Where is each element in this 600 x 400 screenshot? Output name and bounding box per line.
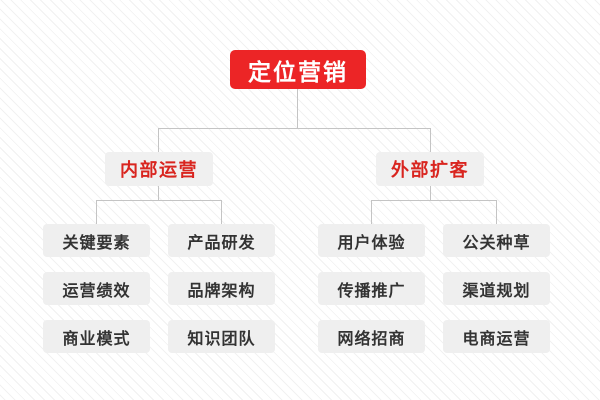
branch-node-external-expansion[interactable]: 外部扩客 <box>376 152 484 186</box>
leaf-node[interactable]: 电商运营 <box>443 320 550 353</box>
connector-branch2-trunk <box>430 186 431 201</box>
leaf-node[interactable]: 网络招商 <box>318 320 425 353</box>
branch-node-label: 外部扩客 <box>391 160 469 180</box>
leaf-node-label: 网络招商 <box>337 330 406 348</box>
leaf-node[interactable]: 传播推广 <box>318 272 425 305</box>
leaf-node[interactable]: 商业模式 <box>43 320 150 353</box>
connector-branch2-col2-drop <box>496 200 497 224</box>
connector-branch2-col1-drop <box>371 200 372 224</box>
root-node-label: 定位营销 <box>248 58 348 85</box>
leaf-node-label: 产品研发 <box>187 234 256 252</box>
connector-branch-bar <box>158 128 431 129</box>
connector-branch-left-drop <box>158 128 159 153</box>
leaf-node-label: 知识团队 <box>187 330 256 348</box>
leaf-node[interactable]: 产品研发 <box>168 224 275 257</box>
branch-node-internal-operations[interactable]: 内部运营 <box>105 152 213 186</box>
leaf-node[interactable]: 运营绩效 <box>43 272 150 305</box>
connector-branch-right-drop <box>430 128 431 153</box>
leaf-node-label: 商业模式 <box>62 330 131 348</box>
leaf-node[interactable]: 知识团队 <box>168 320 275 353</box>
leaf-node[interactable]: 用户体验 <box>318 224 425 257</box>
leaf-node-label: 渠道规划 <box>462 282 531 300</box>
leaf-node[interactable]: 关键要素 <box>43 224 150 257</box>
leaf-node-label: 关键要素 <box>62 234 131 252</box>
leaf-node-label: 公关种草 <box>462 234 531 252</box>
leaf-node[interactable]: 公关种草 <box>443 224 550 257</box>
connector-branch1-col1-drop <box>96 200 97 224</box>
branch-node-label: 内部运营 <box>120 160 198 180</box>
leaf-node[interactable]: 品牌架构 <box>168 272 275 305</box>
leaf-node-label: 运营绩效 <box>62 282 131 300</box>
leaf-node[interactable]: 渠道规划 <box>443 272 550 305</box>
leaf-node-label: 用户体验 <box>337 234 406 252</box>
root-node[interactable]: 定位营销 <box>230 50 366 89</box>
connector-root-trunk <box>297 89 298 129</box>
leaf-node-label: 品牌架构 <box>187 282 256 300</box>
leaf-node-label: 传播推广 <box>337 282 406 300</box>
connector-branch1-col2-drop <box>221 200 222 224</box>
connector-branch1-trunk <box>158 186 159 201</box>
connector-branch2-bar <box>371 200 497 201</box>
leaf-node-label: 电商运营 <box>462 330 531 348</box>
connector-branch1-bar <box>96 200 221 201</box>
